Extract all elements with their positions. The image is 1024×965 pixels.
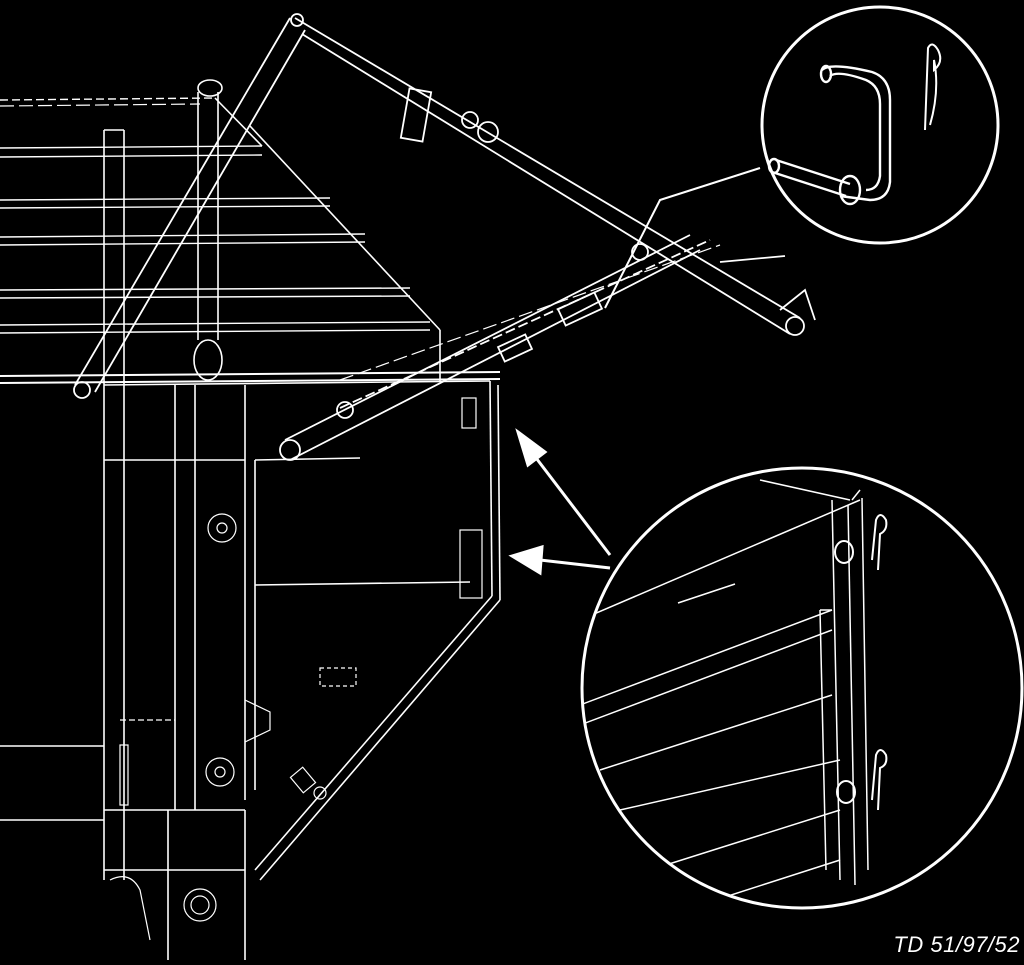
pin-detail-circle	[760, 5, 1000, 245]
upper-right-arm	[294, 17, 816, 336]
dashed-guides	[0, 103, 721, 381]
locking-pin-icon	[767, 64, 892, 206]
lower-arm	[279, 234, 711, 461]
lower-body-details	[109, 397, 483, 941]
left-diagonal-arm	[73, 13, 306, 399]
hinge-detail-circle	[580, 466, 1024, 910]
hinge-pin-upper-icon	[834, 514, 888, 571]
vertical-post	[103, 129, 125, 880]
lower-body-frame	[0, 380, 501, 960]
hinge-pin-lower-icon	[836, 749, 888, 811]
detail-leader-line	[604, 167, 761, 309]
r-clip-icon	[924, 43, 942, 131]
side-panel-slats	[0, 97, 431, 334]
callout-arrows	[508, 428, 612, 576]
drawing-reference-code: TD 51/97/52	[893, 932, 1020, 957]
